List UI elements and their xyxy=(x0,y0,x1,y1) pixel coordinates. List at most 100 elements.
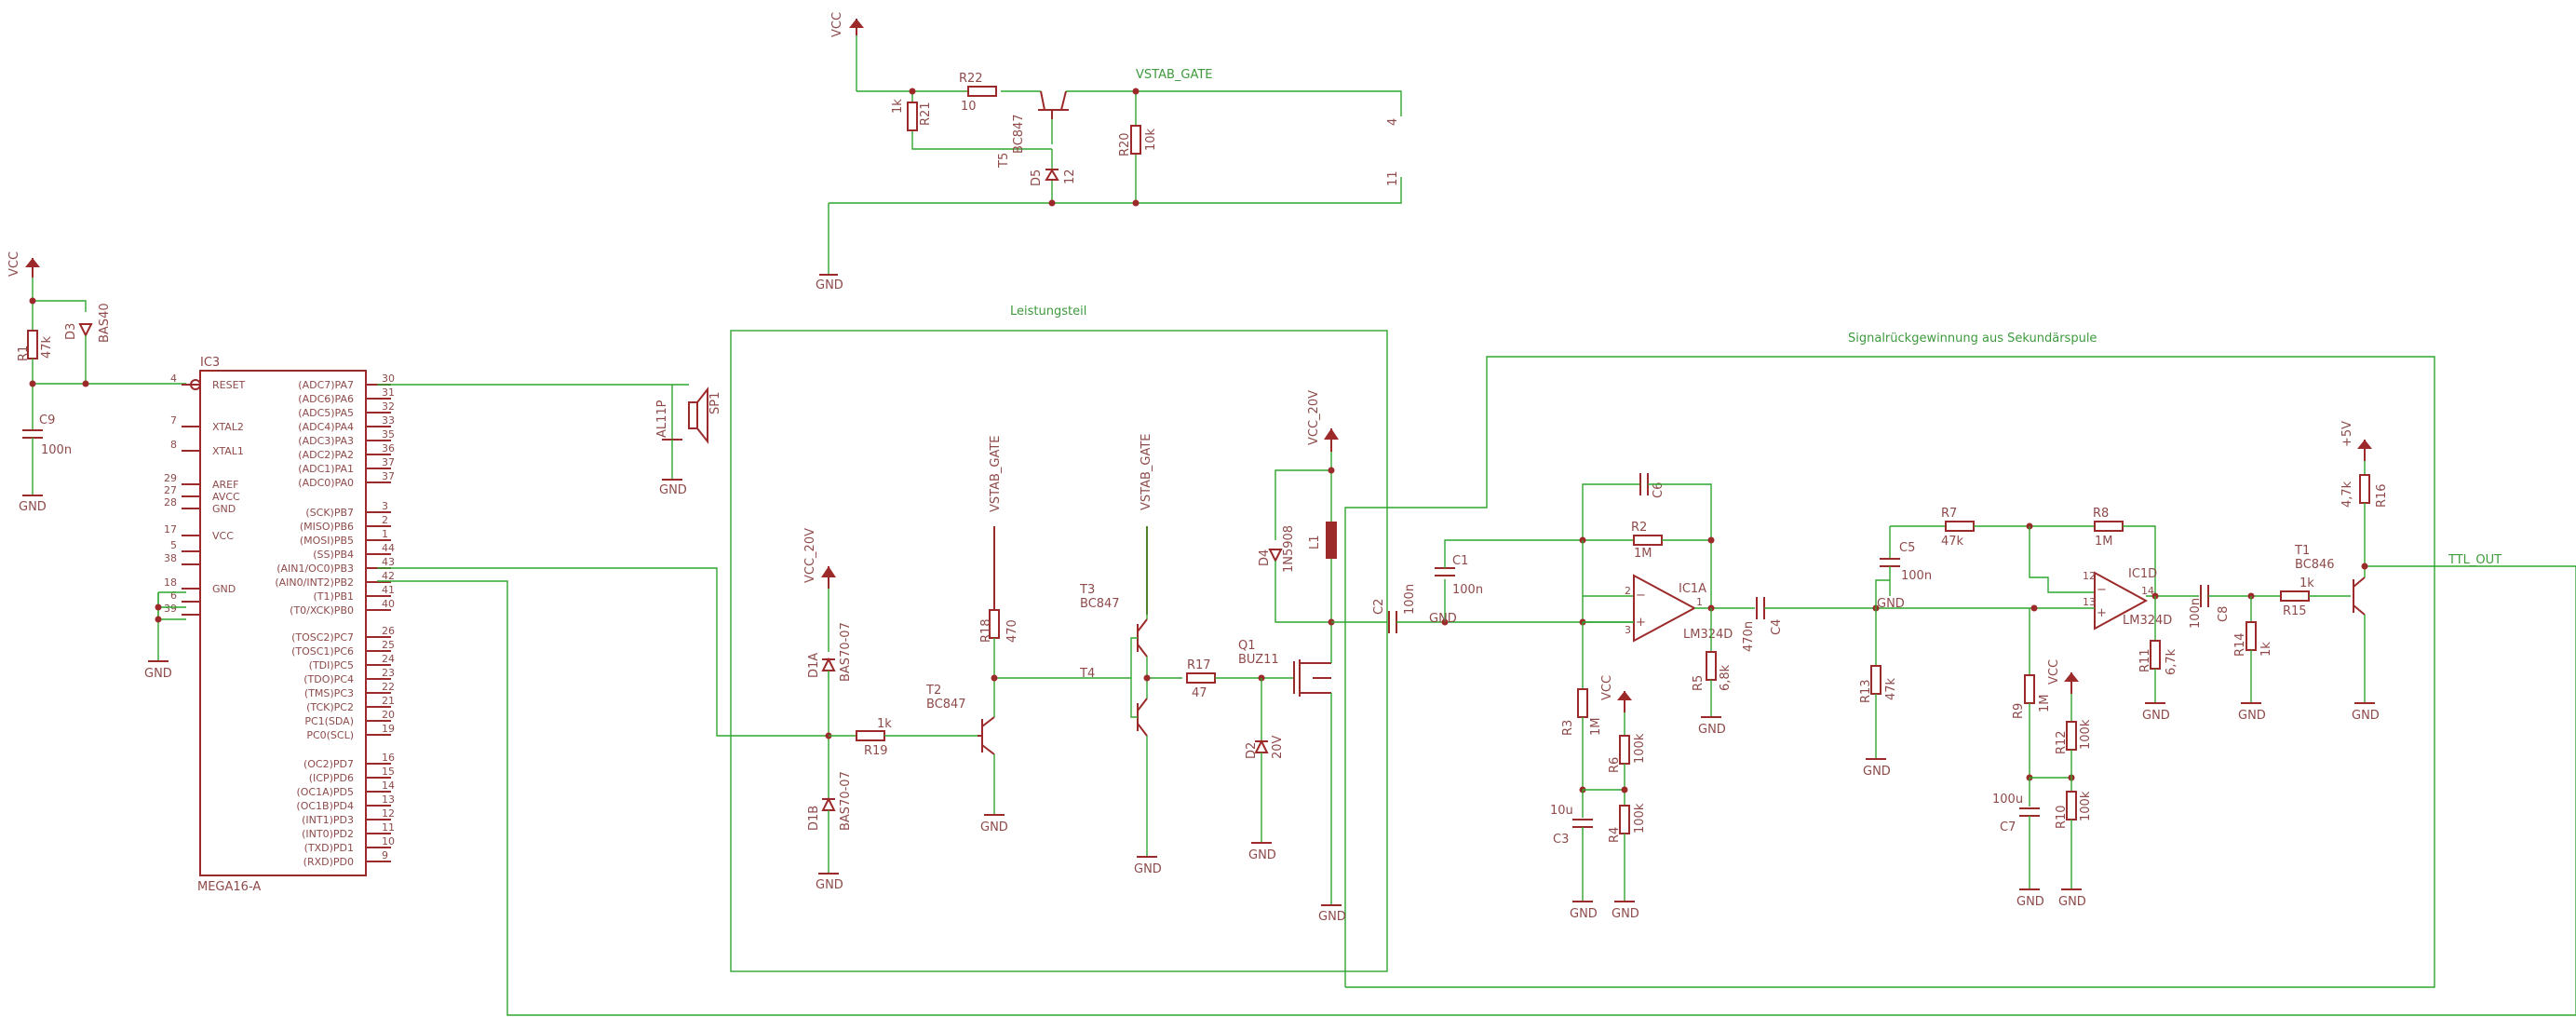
D4-val: 1N5908 xyxy=(1282,525,1296,573)
IC1D-val: LM324D xyxy=(2123,614,2172,628)
vstab-gate-label-r18: VSTAB_GATE xyxy=(989,435,1003,512)
mcu-right-pin-label: (MISO)PB6 xyxy=(300,521,354,533)
frame-leistungsteil: Leistungsteil xyxy=(730,305,1388,972)
mcu-right-pin-number: 26 xyxy=(382,625,395,637)
mcu-right-pin-label: (INT0)PD2 xyxy=(302,828,354,840)
SP1-ref: SP1 xyxy=(708,392,722,414)
D1B-val: BAS70-07 xyxy=(839,771,853,831)
mcu-right-pin-number: 15 xyxy=(382,766,395,778)
T2-val: BC847 xyxy=(926,698,966,712)
SP1-val: AL11P xyxy=(655,400,669,438)
D1B-ref: D1B xyxy=(807,806,821,831)
mcu-right-pin-label: (ADC0)PA0 xyxy=(298,477,354,489)
resistor-R3 xyxy=(1577,688,1588,718)
mcu-right-pin-label: (ADC2)PA2 xyxy=(298,449,354,461)
C7-val: 100u xyxy=(1992,793,2023,807)
mcu-right-pin-number: 44 xyxy=(382,542,395,554)
mcu-right-pin-label: (MOSI)PB5 xyxy=(300,535,354,547)
C1-ref: C1 xyxy=(1452,554,1468,568)
R8-ref: R8 xyxy=(2093,507,2109,521)
mcu-right-pin-label: (TXD)PD1 xyxy=(304,842,354,854)
T5-ref: T5 xyxy=(997,153,1011,169)
gnd-label-c1: GND xyxy=(1429,612,1457,626)
mcu-right-pin-number: 41 xyxy=(382,584,395,596)
mcu-left-pin-number: 28 xyxy=(164,496,177,508)
R3-ref: R3 xyxy=(1561,720,1575,736)
mcu-right-pin-label: (TOSC1)PC6 xyxy=(291,645,354,658)
transistor-T3-upper xyxy=(1137,618,1148,658)
R11-ref: R11 xyxy=(2138,648,2152,672)
mcu-right-pin-number: 9 xyxy=(382,849,388,861)
C9-val: 100n xyxy=(41,443,72,457)
R22-val: 10 xyxy=(961,100,977,114)
R10-ref: R10 xyxy=(2055,805,2069,829)
gnd-label-top: GND xyxy=(816,278,843,292)
resistor-R20 xyxy=(1130,125,1141,155)
mcu-left-pin-number: 17 xyxy=(164,523,177,536)
frame-title-signal: Signalrückgewinnung aus Sekundärspule xyxy=(1848,332,2097,346)
mosfet-Q1 xyxy=(1293,659,1331,697)
mcu-left-pin-label: XTAL1 xyxy=(212,445,244,457)
vcc-label-top: VCC xyxy=(830,12,844,37)
gnd-label-t1: GND xyxy=(2352,709,2380,723)
R19-ref: R19 xyxy=(864,744,888,758)
mcu-left-pin-number: 39 xyxy=(164,603,177,615)
C8-ref: C8 xyxy=(2217,606,2231,622)
gnd-label-c5: GND xyxy=(1877,597,1905,611)
gnd-label-c9: GND xyxy=(19,500,47,514)
IC1A-pin3: 3 xyxy=(1625,624,1631,636)
C5-ref: C5 xyxy=(1899,541,1915,555)
R8-val: 1M xyxy=(2095,535,2113,549)
vcc-label-r6: VCC xyxy=(1600,675,1614,700)
resistor-R17 xyxy=(1186,672,1216,684)
pin4-label: 4 xyxy=(1386,118,1400,126)
C9-ref: C9 xyxy=(39,414,55,427)
mcu-right-pin-label: (TOSC2)PC7 xyxy=(291,631,354,644)
frame-title-leistungsteil: Leistungsteil xyxy=(1010,305,1086,319)
mcu-ref: IC3 xyxy=(200,356,220,370)
mcu-right-pin-label: (ADC5)PA5 xyxy=(298,407,354,419)
zener-D5 xyxy=(1045,169,1059,181)
mcu-left-pin-number: 18 xyxy=(164,576,177,589)
mcu-right-pin-label: (TCK)PC2 xyxy=(306,701,354,713)
R3-val: 1M xyxy=(1589,718,1603,737)
mcu-right-pin-label: (SS)PB4 xyxy=(313,549,354,561)
IC1A-val: LM324D xyxy=(1683,628,1733,642)
gnd-label-r4: GND xyxy=(1612,907,1639,921)
mcu-right-pin-label: (INT1)PD3 xyxy=(302,814,354,826)
mcu-right-pin-number: 37 xyxy=(382,470,395,482)
IC1D-pin12: 12 xyxy=(2083,570,2096,582)
opamp-IC1D-minus: − xyxy=(2097,583,2107,597)
mcu-right-pin-number: 13 xyxy=(382,793,395,806)
IC1D-pin13: 13 xyxy=(2083,596,2096,608)
mcu-right-pin-label: (SCK)PB7 xyxy=(305,507,354,519)
D4-ref: D4 xyxy=(1258,549,1272,566)
mcu-right-pin-label: (TMS)PC3 xyxy=(304,687,354,699)
mcu-right-pin-label: (ADC3)PA3 xyxy=(298,435,354,447)
mcu-right-pin-number: 43 xyxy=(382,556,395,568)
IC1D-pin14: 14 xyxy=(2141,585,2154,597)
mcu-right-pin-number: 37 xyxy=(382,456,395,468)
R4-val: 100k xyxy=(1633,803,1647,834)
R18-val: 470 xyxy=(1005,619,1019,643)
R11-val: 6,7k xyxy=(2165,648,2178,675)
R21-ref: R21 xyxy=(919,102,933,126)
vstab-gate-label-top: VSTAB_GATE xyxy=(1136,68,1213,82)
resistor-R5 xyxy=(1706,651,1717,681)
R6-val: 100k xyxy=(1633,733,1647,764)
resistor-R7 xyxy=(1945,521,1975,532)
p5v-label: +5V xyxy=(2340,421,2354,447)
mcu-right-pin-number: 24 xyxy=(382,653,395,665)
mcu-right-pin-number: 10 xyxy=(382,835,395,848)
IC1A-pin1: 1 xyxy=(1696,596,1703,608)
mcu-left-pin-number: 29 xyxy=(164,472,177,484)
R18-ref: R18 xyxy=(979,618,993,643)
R4-ref: R4 xyxy=(1608,827,1622,843)
power-section: VCC_20V D1A BAS70-07 D1B BAS70-07 GND 1k… xyxy=(803,390,1417,924)
mcu-right-pin-label: (OC1B)PD4 xyxy=(296,800,354,812)
R14-val: 1k xyxy=(2259,642,2273,657)
opamp-IC1A xyxy=(1633,574,1697,643)
mcu-right-pin-number: 1 xyxy=(382,528,388,540)
C3-val: 10u xyxy=(1550,804,1573,818)
R17-val: 47 xyxy=(1192,686,1207,700)
